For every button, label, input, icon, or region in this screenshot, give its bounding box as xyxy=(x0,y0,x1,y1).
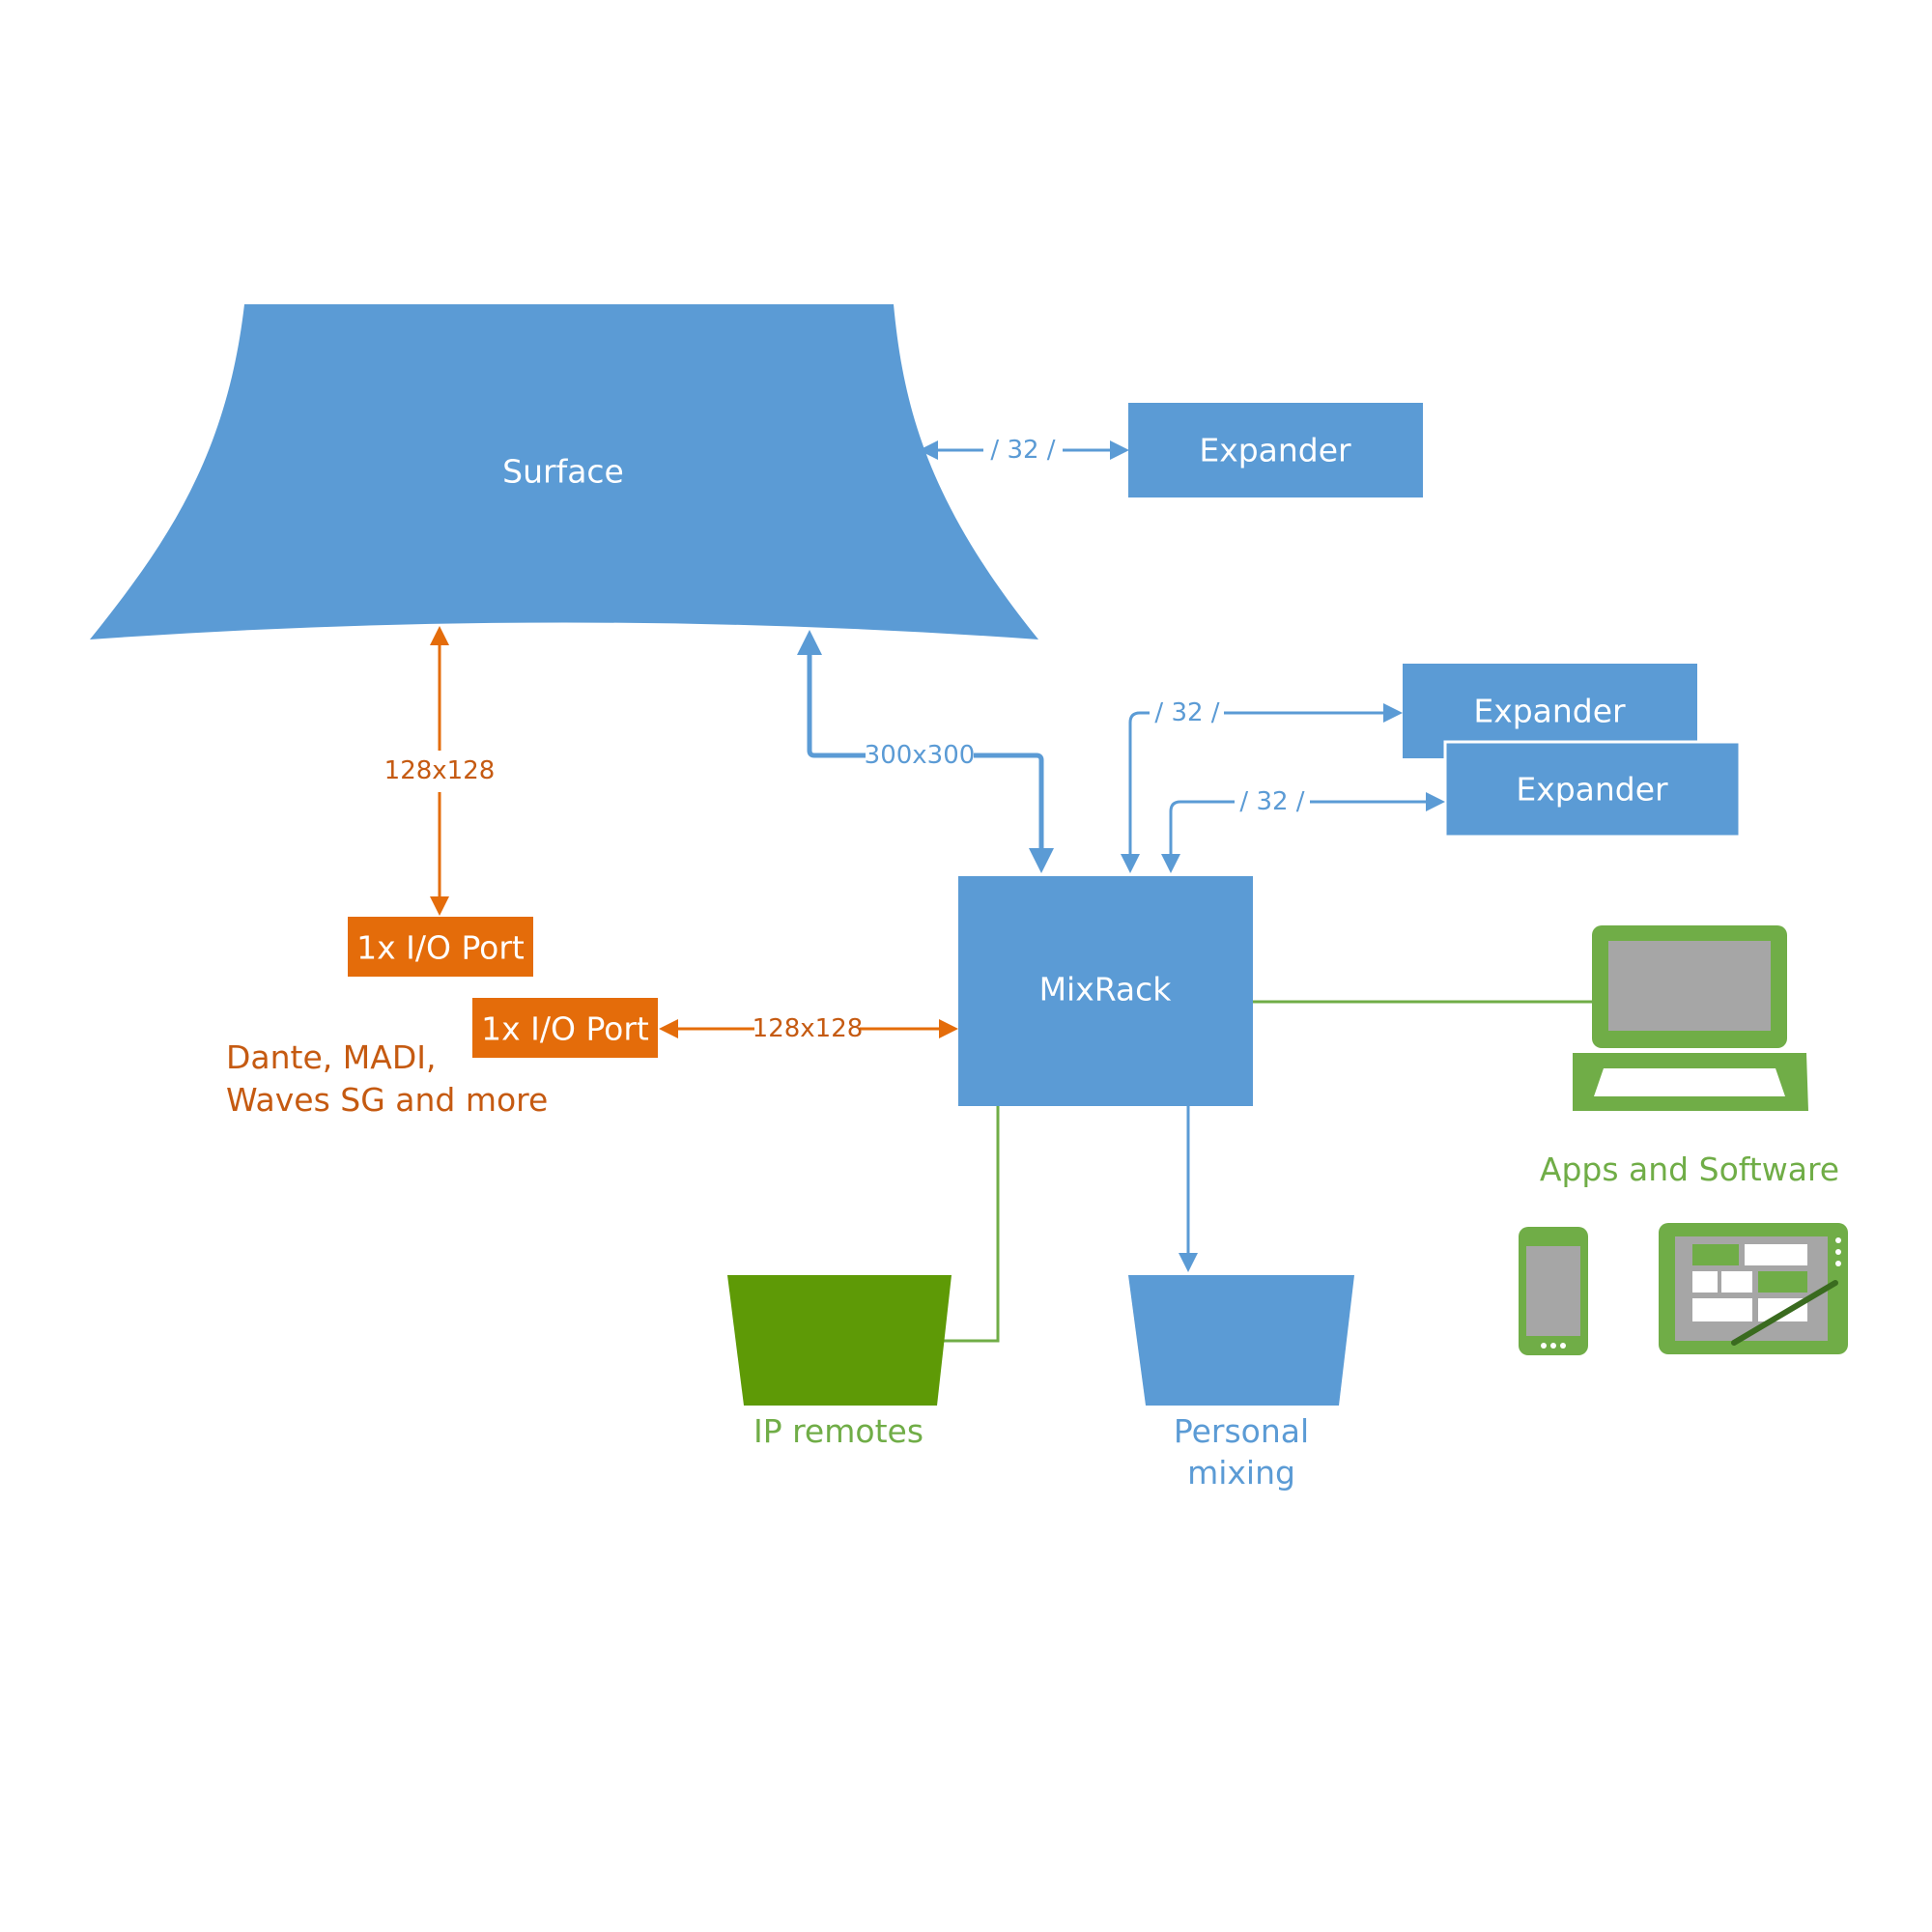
io-port-2-label: 1x I/O Port xyxy=(481,1010,649,1048)
personal-mixing-caption-line1: Personal xyxy=(1174,1412,1309,1450)
ioport-mixrack-label: 128x128 xyxy=(753,1014,864,1043)
mixrack-expander-a-label: / 32 / xyxy=(1154,698,1219,727)
expander-top-box xyxy=(1128,403,1423,497)
io-formats-caption-line1: Dante, MADI, xyxy=(226,1038,436,1076)
tablet-icon xyxy=(1659,1223,1848,1354)
mixrack-box xyxy=(958,876,1253,1106)
io-port-1-box xyxy=(348,917,533,977)
surface-mixrack-link-b xyxy=(974,753,1054,873)
ip-remotes-caption: IP remotes xyxy=(753,1412,923,1450)
expander-top-label: Expander xyxy=(1199,432,1351,469)
surface-shape xyxy=(90,304,1038,639)
surface-ioport-label: 128x128 xyxy=(384,756,496,785)
mixrack-label: MixRack xyxy=(1039,971,1173,1009)
phone-icon xyxy=(1519,1227,1588,1355)
io-formats-caption-line2: Waves SG and more xyxy=(226,1081,548,1119)
io-port-1-label: 1x I/O Port xyxy=(356,929,525,967)
expander-low-box xyxy=(1443,740,1742,838)
apps-caption: Apps and Software xyxy=(1540,1151,1839,1188)
surface-mixrack-link-a xyxy=(797,630,866,758)
surface-expander-label: / 32 / xyxy=(990,436,1055,465)
ip-remotes-link xyxy=(942,1106,1000,1343)
mixrack-expander-b-label: / 32 / xyxy=(1239,787,1304,816)
surface-mixrack-label: 300x300 xyxy=(865,741,976,770)
mixrack-expander-a-link-down xyxy=(1121,711,1150,873)
expander-low-label: Expander xyxy=(1516,771,1668,809)
expander-mid-label: Expander xyxy=(1473,693,1626,730)
mixrack-expander-b-link-down xyxy=(1161,800,1235,873)
personal-mixing-caption-line2: mixing xyxy=(1187,1454,1295,1492)
personal-mixing-shape xyxy=(1128,1275,1354,1406)
ip-remotes-shape xyxy=(727,1275,952,1406)
surface-label: Surface xyxy=(502,453,624,491)
io-port-2-box xyxy=(472,998,658,1058)
laptop-icon xyxy=(1573,925,1808,1111)
